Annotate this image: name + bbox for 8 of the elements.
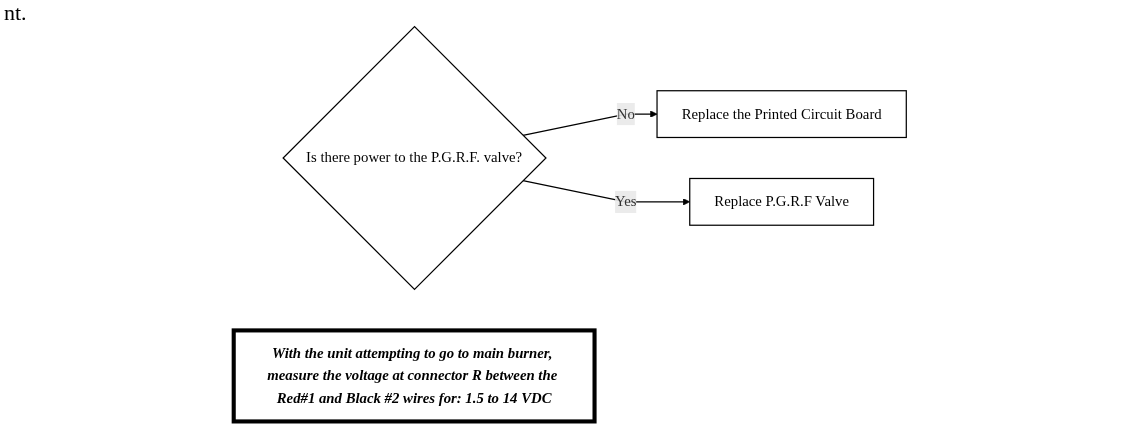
arrow (522, 110, 658, 137)
node-box: With the unit attempting to go to main burner, measure the voltage at connector R between the Red#1 and Black #2 wires for: 1.5 to 14 VDC (231, 328, 597, 424)
note-text: nt. (4, 0, 27, 26)
edge-label: No (616, 105, 635, 122)
node-diamond: Is there power to the P.G.R.F. valve? (282, 25, 547, 291)
node-box: Replace P.G.R.F Valve (689, 177, 875, 226)
edge-label: Yes (615, 193, 637, 210)
node-box: Replace the Printed Circuit Board (656, 90, 907, 139)
